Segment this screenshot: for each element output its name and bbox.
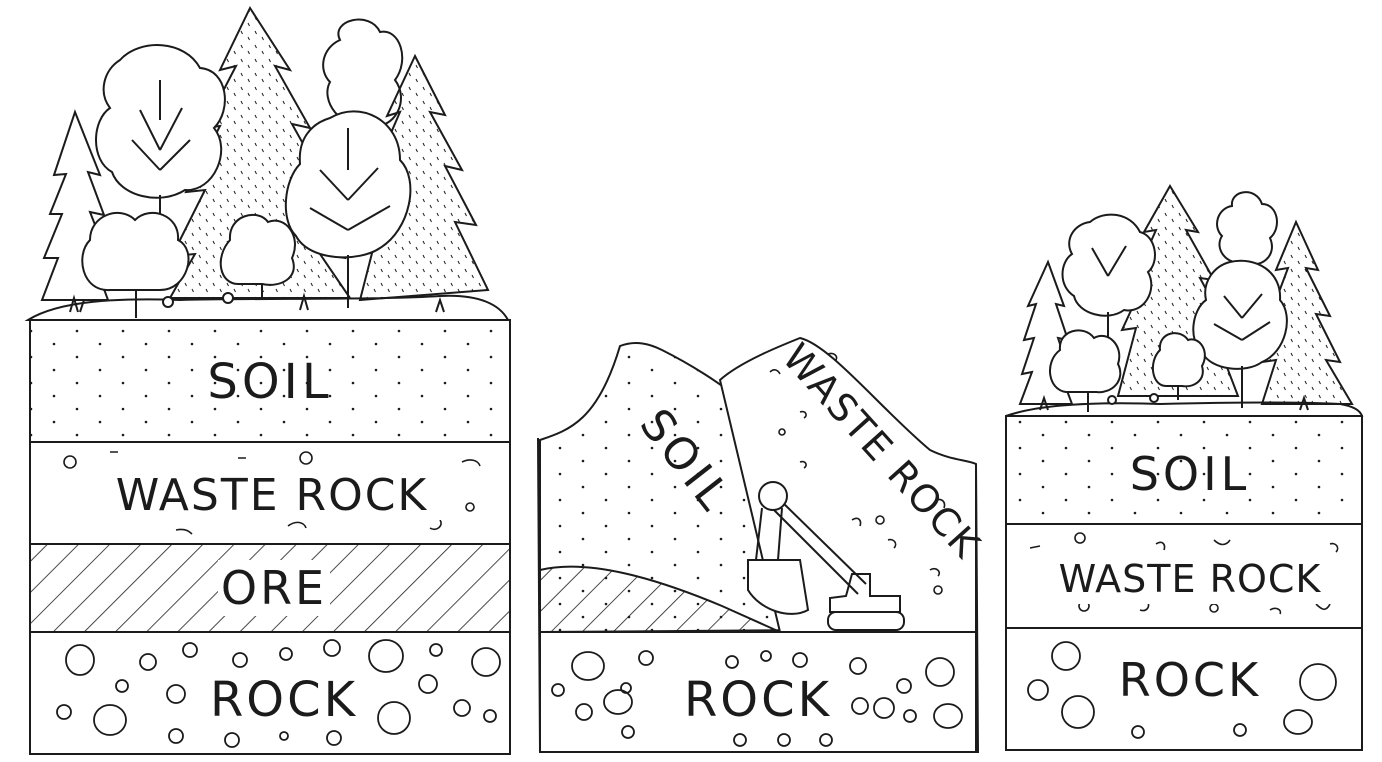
waste-rock-specks [63,451,481,535]
before-ore-label: ORE [221,561,327,615]
deciduous-tree-icon [95,44,226,199]
bush-icon [1151,332,1206,388]
flower-icon [1107,395,1117,405]
before-soil-layer [29,319,511,443]
grass-icon [69,292,445,313]
during-rock-label: ROCK [684,672,832,728]
bush-icon [219,213,296,286]
after-waste-rock-label: WASTE ROCK [1059,557,1322,601]
waste-rock-pile [718,336,977,633]
deciduous-tree-icon [1061,213,1156,317]
before-waste-rock-label: WASTE ROCK [116,470,429,521]
during-panel [537,336,980,753]
bush-icon [81,211,190,292]
after-soil-layer [1005,415,1363,525]
rock-pebbles [56,639,501,748]
before-soil-label: SOIL [207,354,332,410]
after-soil-label: SOIL [1130,447,1251,501]
after-rock-layer [1005,627,1363,751]
excavator-icon [747,481,905,631]
deciduous-tree-icon [284,110,412,259]
before-panel [24,5,511,755]
deciduous-tree-icon [1216,191,1278,266]
after-panel [1005,184,1364,751]
flower-icon [222,292,234,304]
after-vegetation [1005,184,1364,417]
after-rock-label: ROCK [1119,653,1261,707]
ore-remnant [539,565,781,633]
flower-icon [162,296,174,308]
bush-icon [1048,329,1122,394]
flower-icon [1149,393,1159,403]
ground-mound [1005,401,1364,417]
before-rock-label: ROCK [210,672,358,728]
grass-icon [1039,394,1309,411]
before-vegetation [24,5,510,321]
